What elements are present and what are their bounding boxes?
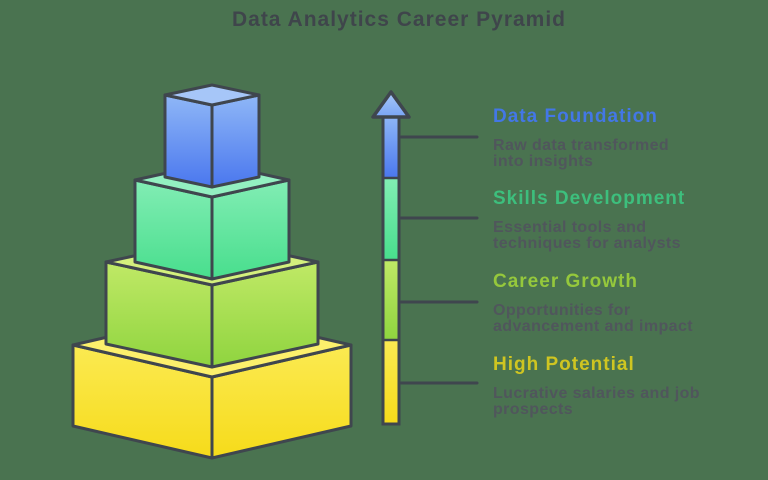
section-description-line: Opportunities for <box>493 302 631 319</box>
arrow-head <box>371 90 411 119</box>
section-heading: Skills Development <box>493 188 686 209</box>
section-heading: Data Foundation <box>493 106 658 127</box>
section-description: Essential tools and techniques for analy… <box>493 220 743 252</box>
arrow-segment-data-foundation <box>383 116 399 178</box>
section-data-foundation: Data Foundation Raw data transformed int… <box>493 106 743 170</box>
section-description: Lucrative salaries and job prospects <box>493 386 743 418</box>
level-career-growth <box>104 237 320 369</box>
section-description: Opportunities for advancement and impact <box>493 303 743 335</box>
level-data-foundation <box>163 83 261 189</box>
level-data-foundation-left-face <box>163 93 214 189</box>
page-title: Data Analytics Career Pyramid <box>231 8 567 31</box>
section-description-line: Raw data transformed <box>493 137 670 154</box>
section-description-line: advancement and impact <box>493 318 693 335</box>
arrow-segment-high-potential <box>383 340 399 424</box>
section-description: Raw data transformed into insights <box>493 138 743 170</box>
section-description-line: Lucrative salaries and job <box>493 385 700 402</box>
pyramid <box>71 83 353 460</box>
level-data-foundation-top-face <box>163 83 261 107</box>
arrow-segment-career-growth <box>383 260 399 340</box>
section-heading: High Potential <box>493 354 635 375</box>
section-career-growth: Career Growth Opportunities for advancem… <box>493 271 743 335</box>
section-description-line: prospects <box>493 401 574 418</box>
section-heading: Career Growth <box>493 271 638 292</box>
section-skills-development: Skills Development Essential tools and t… <box>493 188 743 252</box>
level-data-foundation-right-face <box>210 93 261 189</box>
section-description-line: Essential tools and <box>493 219 647 236</box>
arrow-segment-skills-development <box>383 178 399 260</box>
section-description-line: into insights <box>493 153 594 170</box>
section-description-line: techniques for analysts <box>493 235 681 252</box>
progress-arrow <box>371 90 411 426</box>
section-high-potential: High Potential Lucrative salaries and jo… <box>493 354 743 418</box>
